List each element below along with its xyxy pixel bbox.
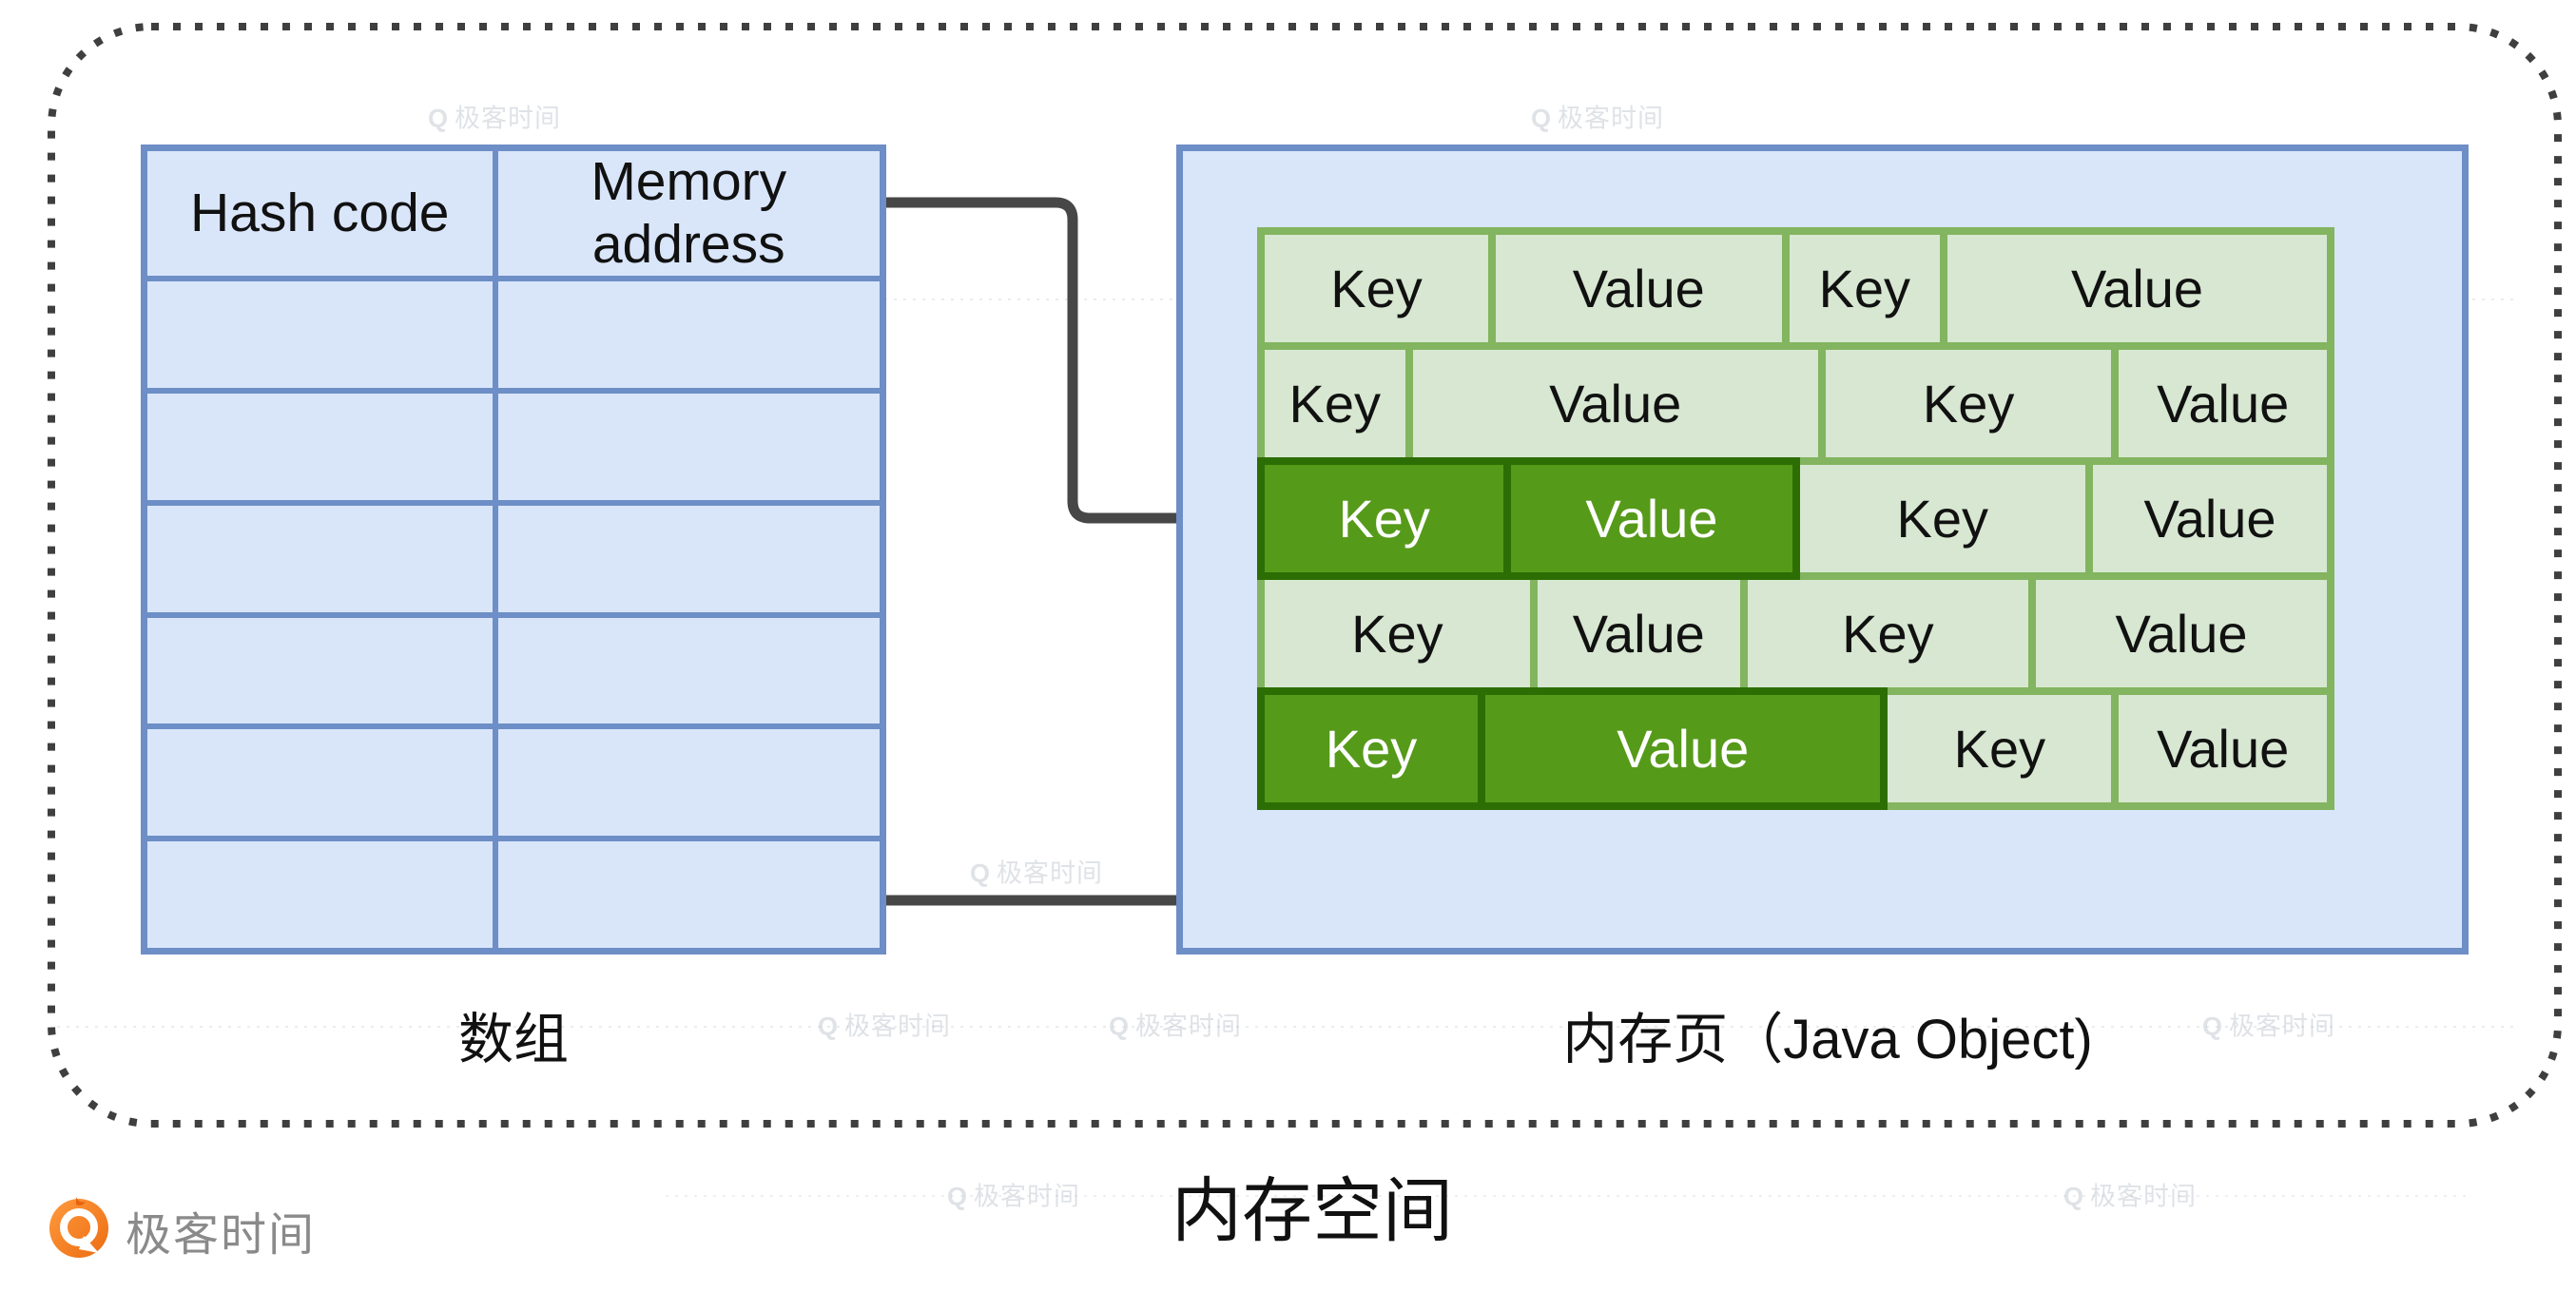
hash-table-empty-cell bbox=[497, 393, 880, 500]
hash-table-header-memory-address: Memory address bbox=[497, 151, 880, 277]
key-cell: Key bbox=[1265, 350, 1405, 457]
key-cell: Key bbox=[1265, 235, 1488, 342]
memory-space-title: 内存空间 bbox=[1172, 1171, 1453, 1250]
highlighted-value-cell: Value bbox=[1485, 695, 1881, 802]
key-cell: Key bbox=[1825, 350, 2112, 457]
key-cell: Key bbox=[1799, 465, 2086, 572]
hash-table-header-hash-code: Hash code bbox=[147, 151, 493, 277]
value-cell: Value bbox=[2035, 580, 2328, 687]
hash-table-empty-cell bbox=[497, 617, 880, 724]
highlighted-value-cell: Value bbox=[1511, 465, 1792, 572]
hash-table-empty-cell bbox=[497, 281, 880, 388]
highlighted-key-cell: Key bbox=[1265, 465, 1504, 572]
value-cell: Value bbox=[1496, 235, 1782, 342]
value-cell: Value bbox=[1537, 580, 1740, 687]
hash-table-empty-cell bbox=[147, 393, 493, 500]
geektime-logo: 极客时间 bbox=[48, 1196, 316, 1264]
hash-table-empty-cell bbox=[497, 505, 880, 612]
geektime-logo-icon bbox=[49, 1197, 108, 1258]
memory-page-label: 内存页（Java Object) bbox=[1562, 1009, 2093, 1070]
hash-table-empty-cell bbox=[147, 281, 493, 388]
value-cell: Value bbox=[2119, 695, 2327, 802]
arrow-memory-address-to-entry bbox=[886, 197, 1219, 524]
value-cell: Value bbox=[2119, 350, 2327, 457]
hash-table-empty-cell bbox=[147, 505, 493, 612]
hash-table-empty-cell bbox=[147, 841, 493, 948]
key-cell: Key bbox=[1265, 580, 1530, 687]
geektime-logo-text: 极客时间 bbox=[126, 1210, 317, 1261]
hash-table-empty-cell bbox=[497, 729, 880, 837]
key-cell: Key bbox=[1888, 695, 2112, 802]
value-cell: Value bbox=[2093, 465, 2327, 572]
hash-table-empty-cell bbox=[147, 729, 493, 837]
hash-table-empty-cell bbox=[497, 841, 880, 948]
key-cell: Key bbox=[1789, 235, 1941, 342]
highlighted-key-cell: Key bbox=[1265, 695, 1479, 802]
hash-table-empty-cell bbox=[147, 617, 493, 724]
array-label: 数组 bbox=[457, 1009, 570, 1070]
value-cell: Value bbox=[1947, 235, 2327, 342]
key-cell: Key bbox=[1747, 580, 2028, 687]
value-cell: Value bbox=[1412, 350, 1818, 457]
